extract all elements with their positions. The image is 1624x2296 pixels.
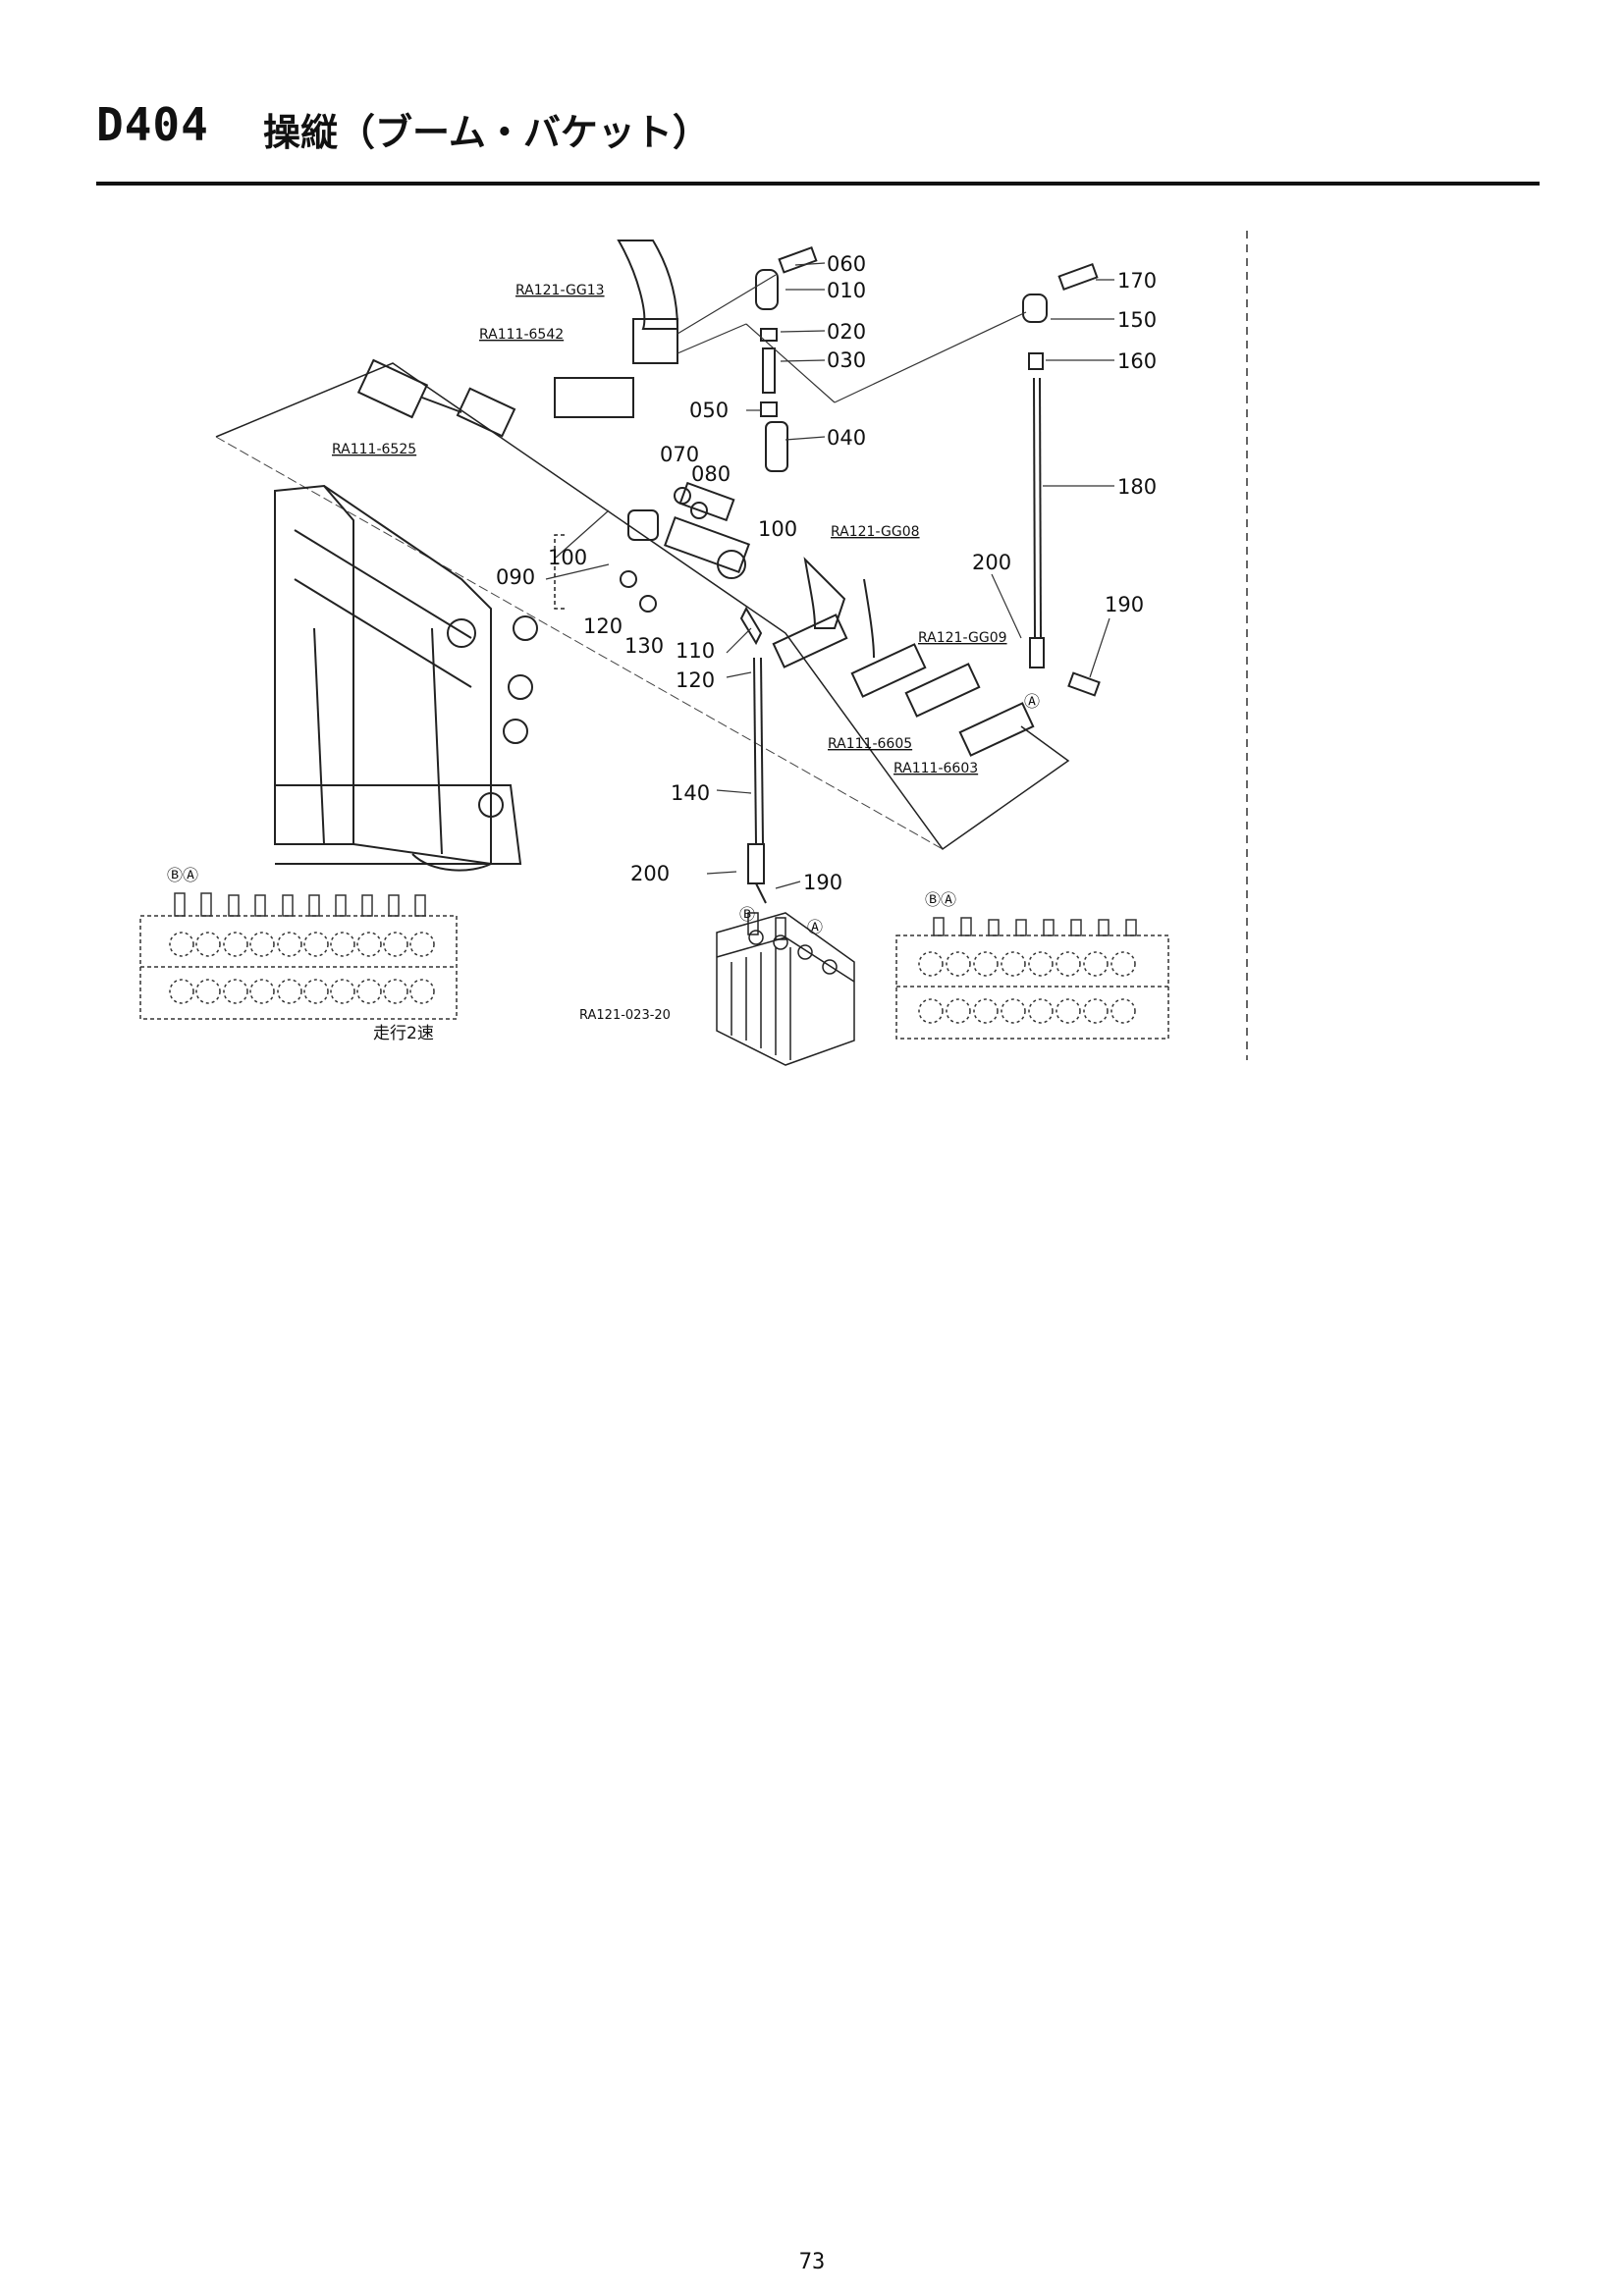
label-140: 140 bbox=[671, 781, 710, 805]
label-110: 110 bbox=[676, 639, 715, 663]
leader-lines bbox=[545, 262, 1114, 889]
ref-ra111-6603: RA111-6603 bbox=[893, 761, 978, 776]
label-100-mid: 100 bbox=[758, 517, 797, 541]
label-050: 050 bbox=[689, 399, 729, 422]
label-150: 150 bbox=[1117, 308, 1157, 332]
label-070: 070 bbox=[660, 443, 699, 466]
callout-a-center: Ⓐ bbox=[807, 918, 823, 936]
ref-ra111-6605: RA111-6605 bbox=[828, 736, 912, 752]
center-valve bbox=[716, 912, 855, 1066]
ref-ra111-6542: RA111-6542 bbox=[479, 327, 564, 343]
lever-brackets bbox=[772, 557, 1035, 757]
page-number: 73 bbox=[798, 2250, 826, 2274]
label-120-center: 120 bbox=[676, 668, 715, 692]
label-090: 090 bbox=[496, 565, 535, 589]
label-200-right: 200 bbox=[972, 551, 1011, 574]
label-120-left: 120 bbox=[583, 614, 623, 638]
label-030: 030 bbox=[827, 348, 866, 372]
section-title: 操縦（ブーム・バケット） bbox=[263, 111, 710, 154]
label-010: 010 bbox=[827, 279, 866, 302]
page-header: D404 操縦（ブーム・バケット） bbox=[96, 98, 1540, 187]
label-130: 130 bbox=[624, 634, 664, 658]
frame-edge-line bbox=[215, 436, 944, 850]
ref-ra121-gg13: RA121-GG13 bbox=[515, 283, 605, 298]
label-060: 060 bbox=[827, 252, 866, 276]
label-040: 040 bbox=[827, 426, 866, 450]
label-200-center: 200 bbox=[630, 862, 670, 885]
label-190-center: 190 bbox=[803, 871, 842, 894]
parts-diagram: 060 010 020 030 050 040 070 080 090 100 … bbox=[139, 231, 1248, 1066]
section-code: D404 bbox=[96, 98, 209, 151]
label-190-right: 190 bbox=[1105, 593, 1144, 616]
callout-b-center: Ⓑ bbox=[739, 905, 755, 924]
callout-a-right: Ⓐ bbox=[1024, 692, 1040, 711]
header-rule bbox=[96, 182, 1540, 186]
control-lever-column bbox=[356, 240, 679, 438]
ref-ra111-6525: RA111-6525 bbox=[332, 442, 416, 457]
shaft-assembly bbox=[620, 481, 763, 646]
callout-ba-right: ⒷⒶ bbox=[925, 890, 956, 909]
label-160: 160 bbox=[1117, 349, 1157, 373]
rod-140 bbox=[747, 657, 767, 904]
callout-ba-left: ⒷⒶ bbox=[167, 866, 198, 884]
label-170: 170 bbox=[1117, 269, 1157, 293]
right-valve-block bbox=[895, 917, 1169, 1040]
label-020: 020 bbox=[827, 320, 866, 344]
ref-ra121-gg09: RA121-GG09 bbox=[918, 630, 1007, 646]
drawing-number: RA121-023-20 bbox=[579, 1008, 671, 1023]
label-180: 180 bbox=[1117, 475, 1157, 499]
mounting-plane-outline bbox=[215, 362, 1070, 851]
left-valve-block bbox=[139, 892, 458, 1020]
machine-frame bbox=[274, 484, 538, 872]
ref-ra121-gg08: RA121-GG08 bbox=[831, 524, 920, 540]
rod-180 bbox=[1022, 262, 1101, 697]
link-top-center bbox=[755, 245, 818, 472]
label-100-left: 100 bbox=[548, 546, 587, 569]
label-080: 080 bbox=[691, 462, 731, 486]
left-valve-caption: 走行2速 bbox=[373, 1024, 434, 1043]
